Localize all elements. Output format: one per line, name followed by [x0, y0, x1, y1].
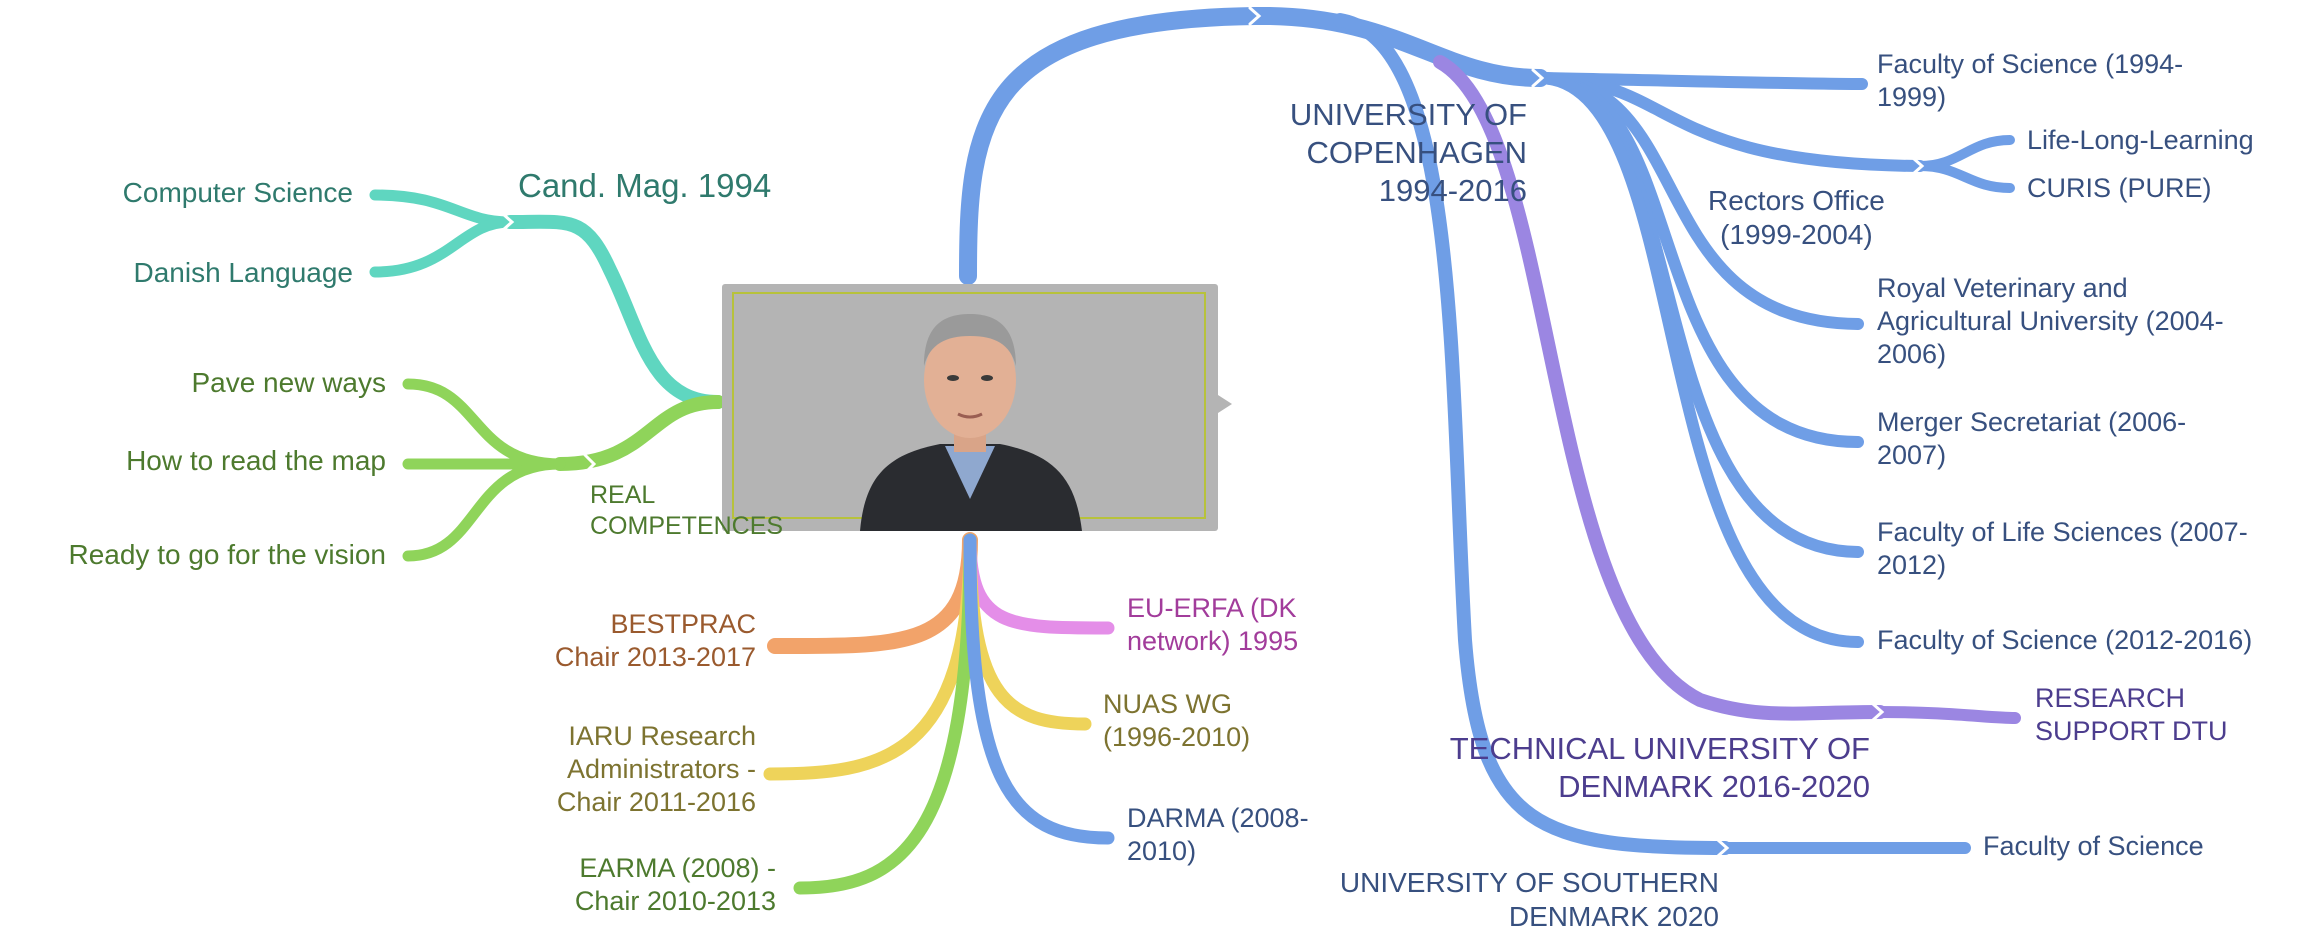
rectors-office-line2: (1999-2004) — [1720, 219, 1873, 251]
connector-vision — [402, 458, 566, 562]
eu-erfa-line1: EU-ERFA (DK — [1127, 593, 1297, 623]
faculty-science-1994-label[interactable]: Faculty of Science (1994- 1999) — [1877, 48, 2183, 114]
research-support-line2: SUPPORT DTU — [2035, 715, 2228, 746]
royal-vet-line1: Royal Veterinary and — [1877, 273, 2128, 303]
branch-marker — [501, 212, 515, 232]
copenhagen-line3: 1994-2016 — [1378, 172, 1527, 208]
eu-erfa-label[interactable]: EU-ERFA (DK network) 1995 — [1127, 592, 1298, 658]
earma-line1: EARMA (2008) - — [579, 853, 776, 883]
danish-language-label[interactable]: Danish Language — [133, 257, 353, 288]
connector-curis — [1915, 161, 2015, 193]
sdu-line1: UNIVERSITY OF SOUTHERN — [1339, 867, 1719, 898]
connector-danish-language — [369, 216, 516, 278]
royal-vet-line2: Agricultural University (2004- — [1877, 305, 2224, 336]
cand-mag-label[interactable]: Cand. Mag. 1994 — [518, 167, 772, 204]
connector-cand-mag — [503, 214, 725, 409]
expand-arrow-icon[interactable] — [1218, 395, 1232, 413]
darma-line2: 2010) — [1127, 835, 1197, 866]
dtu-label[interactable]: TECHNICAL UNIVERSITY OF DENMARK 2016-202… — [1450, 730, 1870, 806]
darma-label[interactable]: DARMA (2008- 2010) — [1127, 802, 1309, 868]
connector-sdu — [1333, 13, 1732, 855]
rectors-office-label[interactable]: Rectors Office (1999-2004) — [1708, 184, 1885, 252]
branch-marker — [1911, 156, 1925, 176]
research-support-line1: RESEARCH — [2035, 683, 2186, 713]
faculty-science-2012-label[interactable]: Faculty of Science (2012-2016) — [1877, 625, 2253, 655]
connector-darma — [963, 533, 1115, 845]
nuas-line1: NUAS WG — [1103, 689, 1233, 719]
connector-eu-erfa — [963, 533, 1115, 635]
connector-computer-science — [369, 189, 516, 228]
connector-iaru — [763, 533, 977, 781]
copenhagen-label[interactable]: UNIVERSITY OF COPENHAGEN 1994-2016 — [1290, 96, 1527, 209]
bestprac-line1: BESTPRAC — [610, 609, 756, 639]
connector-pave-new-ways — [402, 378, 566, 470]
nuas-label[interactable]: NUAS WG (1996-2010) — [1103, 688, 1250, 754]
life-sciences-line1: Faculty of Life Sciences (2007- — [1877, 517, 2248, 547]
real-competences-label[interactable]: REAL COMPETENCES — [590, 480, 783, 541]
real-competences-line2: COMPETENCES — [590, 511, 784, 540]
bestprac-line2: Chair 2013-2017 — [554, 641, 756, 672]
faculty-science-1994-line1: Faculty of Science (1994- — [1877, 49, 2184, 79]
profile-photo-card — [722, 284, 1218, 531]
iaru-line3: Chair 2011-2016 — [556, 786, 756, 817]
life-long-learning-label[interactable]: Life-Long-Learning — [2027, 125, 2254, 155]
pave-new-ways-label[interactable]: Pave new ways — [191, 367, 386, 398]
iaru-line1: IARU Research — [568, 721, 756, 751]
curis-label[interactable]: CURIS (PURE) — [2027, 173, 2212, 203]
merger-line2: 2007) — [1877, 439, 1947, 470]
sdu-line2: DENMARK 2020 — [1508, 901, 1719, 933]
merger-line1: Merger Secretariat (2006- — [1877, 407, 2187, 437]
branch-marker — [1871, 702, 1885, 722]
branch-marker — [1531, 68, 1545, 88]
copenhagen-line1: UNIVERSITY OF — [1289, 97, 1527, 132]
copenhagen-line2: COPENHAGEN — [1306, 134, 1527, 170]
earma-line2: Chair 2010-2013 — [574, 885, 776, 916]
connector-real-competences — [553, 395, 725, 471]
life-sciences-line2: 2012) — [1877, 549, 1947, 580]
darma-line1: DARMA (2008- — [1127, 803, 1309, 833]
branch-marker — [1716, 838, 1730, 858]
merger-label[interactable]: Merger Secretariat (2006- 2007) — [1877, 406, 2186, 472]
dtu-line2: DENMARK 2016-2020 — [1558, 768, 1870, 804]
connector-research-support — [1874, 706, 2021, 724]
royal-vet-line3: 2006) — [1877, 338, 1947, 369]
vision-label[interactable]: Ready to go for the vision — [68, 539, 386, 570]
connector-bestprac — [767, 532, 978, 655]
branch-marker — [1248, 6, 1262, 26]
connector-dtu — [1433, 55, 1887, 721]
research-support-label[interactable]: RESEARCH SUPPORT DTU — [2035, 682, 2228, 748]
faculty-science-1994-line2: 1999) — [1877, 81, 1947, 112]
rectors-office-line1: Rectors Office — [1708, 185, 1885, 216]
portrait-photo-icon — [860, 314, 1082, 531]
branch-marker — [583, 453, 597, 475]
computer-science-label[interactable]: Computer Science — [122, 177, 353, 208]
life-sciences-label[interactable]: Faculty of Life Sciences (2007- 2012) — [1877, 516, 2248, 582]
connector-earma — [793, 533, 977, 895]
sdu-label[interactable]: UNIVERSITY OF SOUTHERN DENMARK 2020 — [1340, 866, 1719, 934]
royal-vet-label[interactable]: Royal Veterinary and Agricultural Univer… — [1877, 272, 2224, 371]
eu-erfa-line2: network) 1995 — [1127, 625, 1299, 656]
earma-label[interactable]: EARMA (2008) - Chair 2010-2013 — [575, 852, 776, 918]
connector-faculty-science-2012 — [1534, 72, 1864, 648]
real-competences-line1: REAL — [590, 481, 656, 509]
iaru-label[interactable]: IARU Research Administrators - Chair 201… — [557, 720, 756, 819]
iaru-line2: Administrators - — [566, 753, 756, 784]
dtu-line1: TECHNICAL UNIVERSITY OF — [1449, 731, 1870, 766]
sdu-faculty-label[interactable]: Faculty of Science — [1983, 831, 2204, 861]
bestprac-label[interactable]: BESTPRAC Chair 2013-2017 — [555, 608, 756, 674]
read-map-label[interactable]: How to read the map — [126, 445, 386, 476]
nuas-line2: (1996-2010) — [1103, 721, 1251, 752]
